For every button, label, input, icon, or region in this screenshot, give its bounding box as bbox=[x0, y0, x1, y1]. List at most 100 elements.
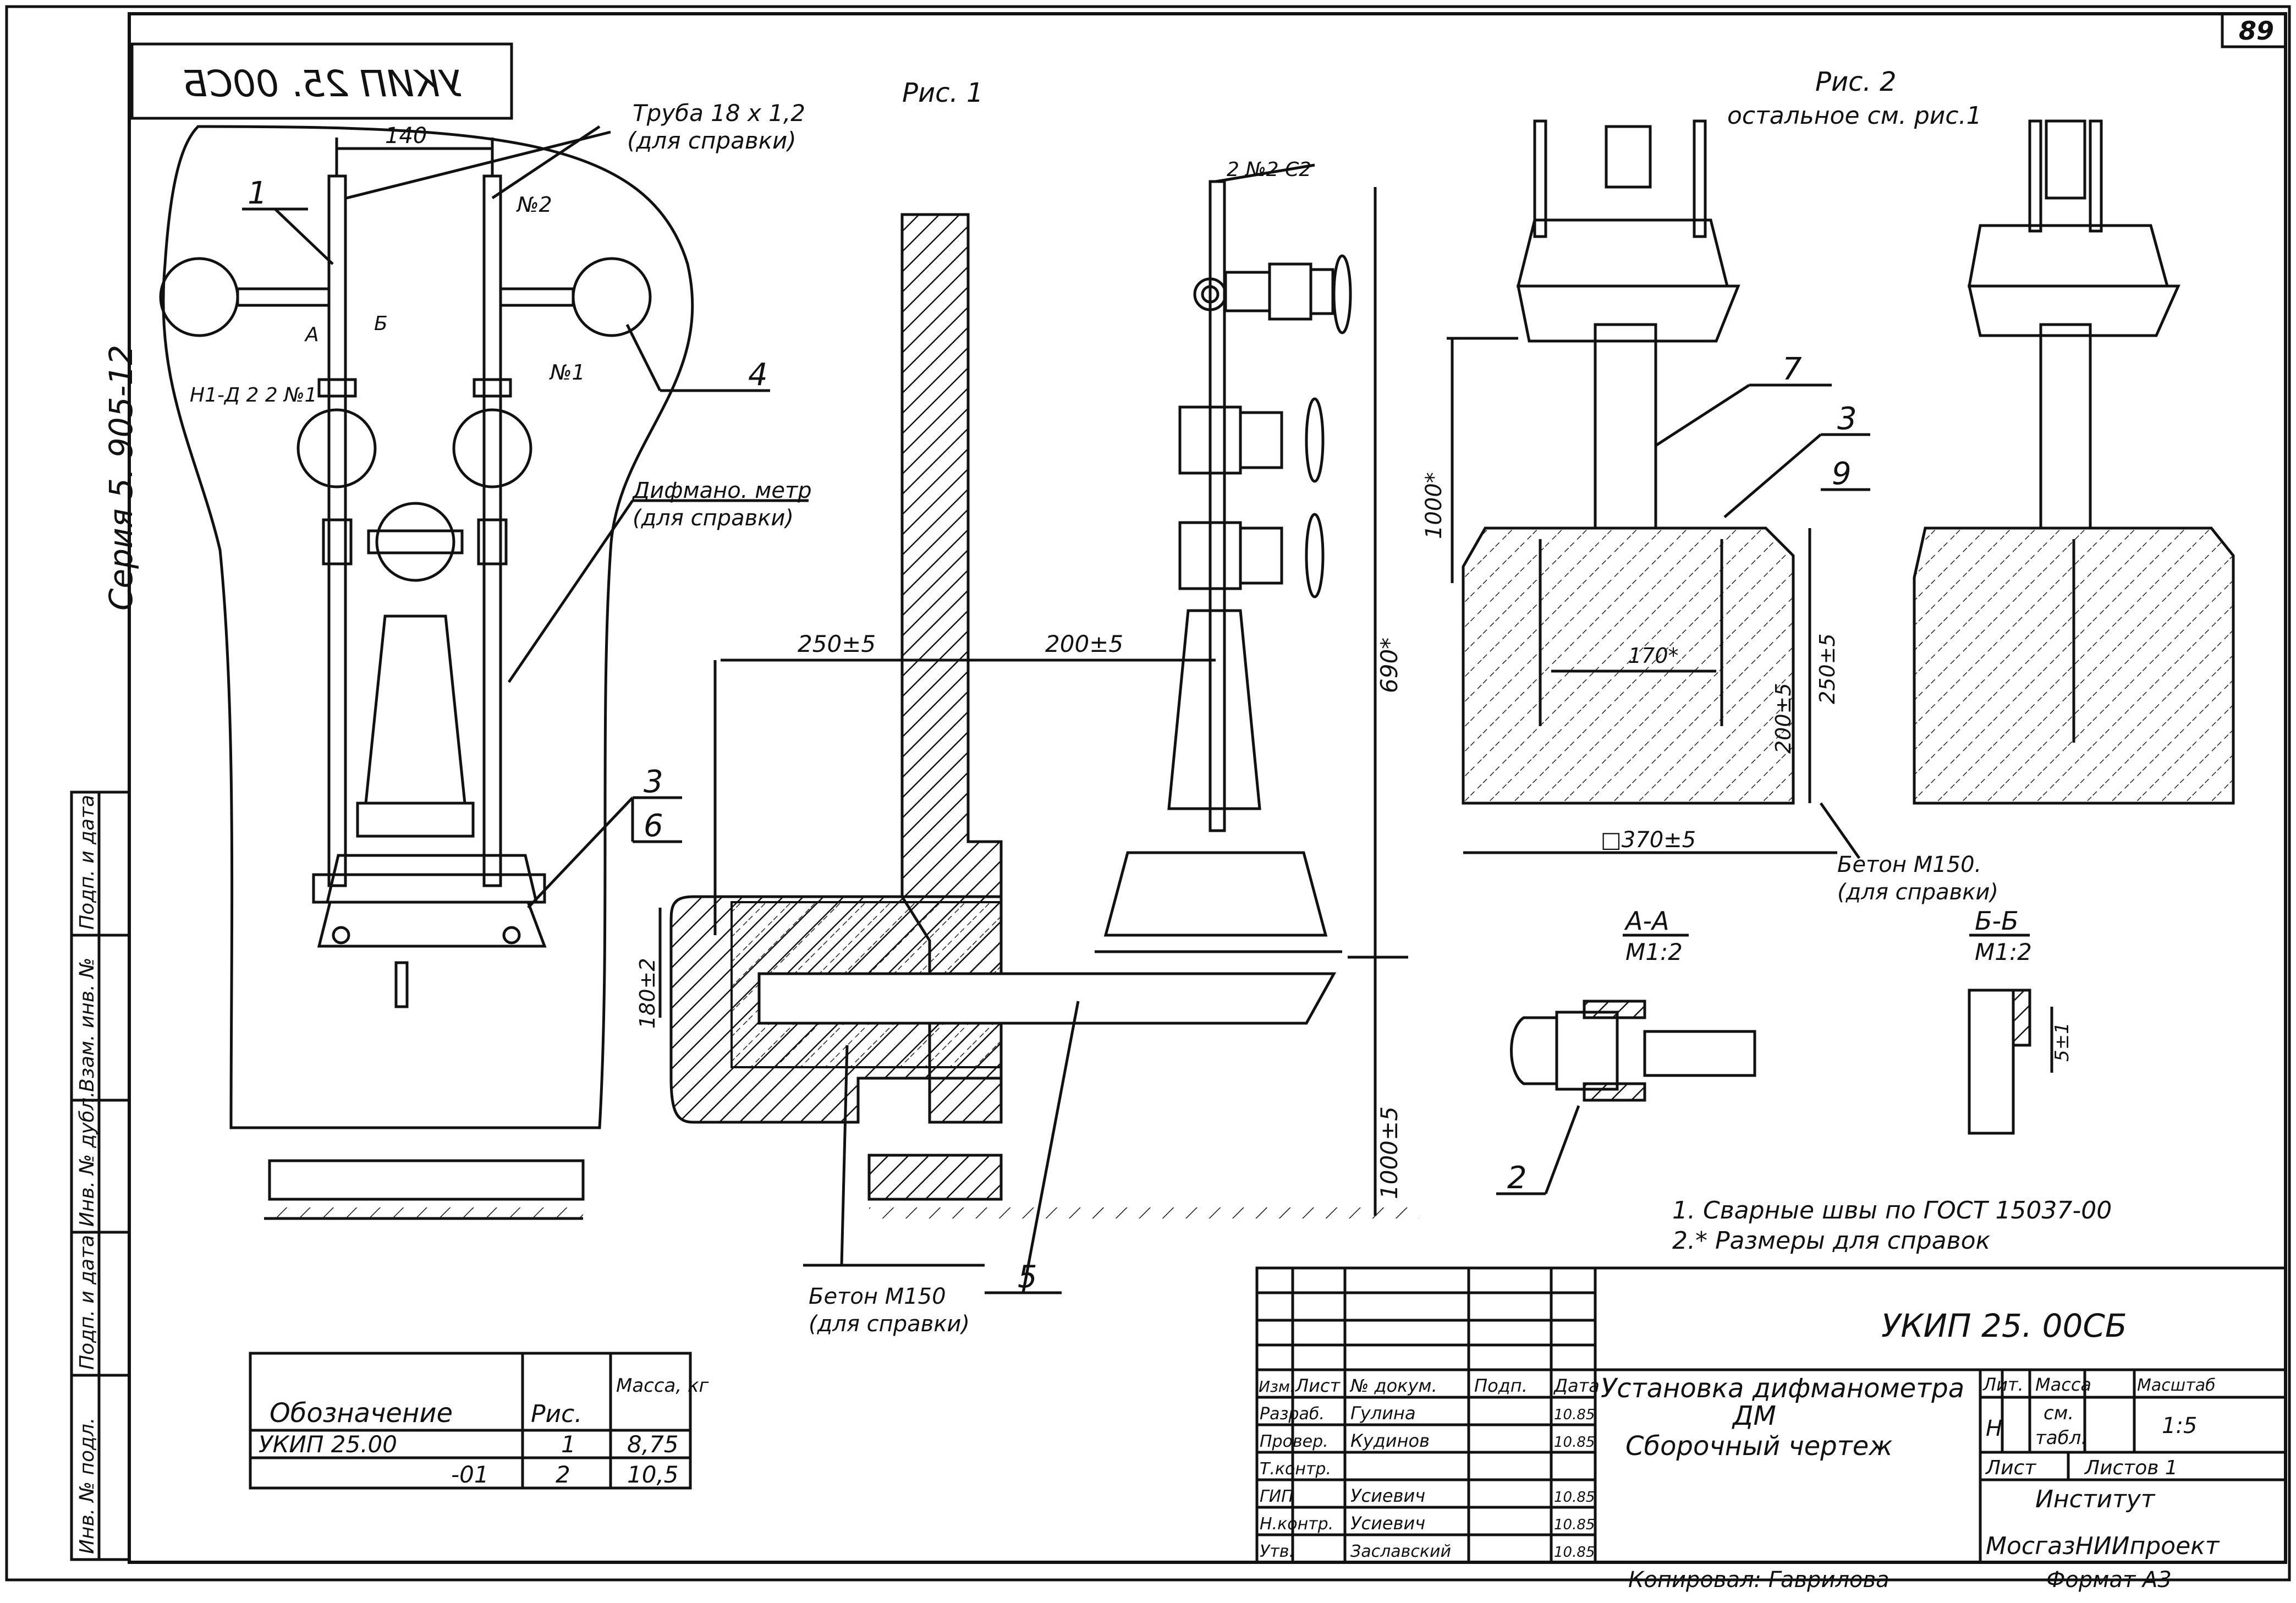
center-concrete-1: Бетон М150 bbox=[809, 1284, 946, 1309]
center-section bbox=[669, 213, 1419, 1218]
tb-lit-value: Н bbox=[1986, 1416, 2002, 1441]
fig2-details bbox=[1447, 119, 2180, 859]
sections-drawing bbox=[1496, 934, 2053, 1195]
fig2-pos-7: 7 bbox=[1782, 352, 1802, 387]
spec-row2-designation: -01 bbox=[451, 1461, 489, 1488]
fig2-pos-9: 9 bbox=[1832, 456, 1852, 492]
fig2-dim-170: 170* bbox=[1628, 644, 1679, 668]
stamp-cell-1: Подп. и дата bbox=[76, 795, 98, 930]
tb-col-list: Лист bbox=[1295, 1375, 1341, 1396]
fig1-pipe-note-2: (для справки) bbox=[627, 127, 797, 154]
tb-scale-value: 1:5 bbox=[2162, 1413, 2197, 1439]
note-1: 1. Сварные швы по ГОСТ 15037-00 bbox=[1672, 1196, 2112, 1225]
tb-date-5: 10.85 bbox=[1554, 1517, 1595, 1533]
copied-by: Копировал: Гаврилова bbox=[1628, 1567, 1889, 1593]
fig2-concrete-2: (для справки) bbox=[1837, 880, 1998, 905]
spec-header-mass: Масса, кг bbox=[616, 1375, 710, 1397]
tb-name-p2: Кудинов bbox=[1350, 1430, 1430, 1451]
tb-mass-value-1: см. bbox=[2044, 1402, 2074, 1424]
stamp-cell-2: Взам. инв. № bbox=[76, 958, 98, 1092]
center-dim-1000: 1000±5 bbox=[1376, 1106, 1403, 1199]
fig1-label-a: А bbox=[304, 323, 319, 346]
center-pos-5: 5 bbox=[1018, 1259, 1037, 1295]
center-dim-180: 180±2 bbox=[635, 958, 660, 1029]
stamp-cell-5: Инв. № подл. bbox=[76, 1418, 98, 1554]
tb-col-sign: Подп. bbox=[1474, 1375, 1528, 1396]
binding-stamp bbox=[70, 790, 131, 1561]
fig1-label-n1: №1 bbox=[549, 360, 585, 385]
tb-lit-label: Лит. bbox=[1982, 1374, 2024, 1395]
tb-date-4: 10.85 bbox=[1554, 1489, 1595, 1506]
fig1-label-nd: Н1-Д 2 2 №1 bbox=[190, 384, 317, 407]
tb-org-1: Институт bbox=[2035, 1485, 2156, 1513]
tb-name-1: Установка дифманометра bbox=[1601, 1373, 1964, 1404]
center-dim-690: 690* bbox=[1376, 638, 1403, 693]
stamp-cell-3: Инв. № дубл. bbox=[76, 1091, 98, 1227]
section-aa-title: А-А bbox=[1624, 906, 1669, 936]
stamp-cell-4: Подп. и дата bbox=[76, 1235, 98, 1370]
tb-name-p1: Гулина bbox=[1350, 1403, 1416, 1424]
tb-sheets-label: Листов 1 bbox=[2084, 1457, 2178, 1479]
tb-role-2: Провер. bbox=[1260, 1432, 1328, 1451]
tb-mass-label: Масса bbox=[2035, 1374, 2091, 1395]
tb-date-6: 10.85 bbox=[1554, 1544, 1595, 1561]
series-label: Серия 5. 905-12 bbox=[102, 345, 140, 611]
fig2-dim-370: □370±5 bbox=[1601, 827, 1696, 853]
tb-designation: УКИП 25. 00СБ bbox=[1881, 1307, 2127, 1344]
spec-row1-fig: 1 bbox=[561, 1431, 576, 1458]
tb-name-p5: Усиевич bbox=[1350, 1513, 1425, 1534]
spec-row1-mass: 8,75 bbox=[627, 1431, 679, 1458]
fig1-pos-1: 1 bbox=[248, 175, 267, 211]
spec-row2-fig: 2 bbox=[556, 1461, 570, 1488]
section-bb-scale: М1:2 bbox=[1975, 938, 2032, 965]
spec-header-designation: Обозначение bbox=[270, 1398, 453, 1429]
center-concrete-2: (для справки) bbox=[809, 1311, 970, 1337]
tb-name-2: ДМ bbox=[1732, 1401, 1776, 1431]
mirrored-stamp: УКИП 25. 00СБ bbox=[183, 63, 462, 105]
fig2-pos-3: 3 bbox=[1837, 401, 1857, 437]
fig2-dim-200: 200±5 bbox=[1771, 683, 1795, 754]
tb-role-1: Разраб. bbox=[1260, 1404, 1325, 1424]
tb-mass-value-2: табл. bbox=[2035, 1427, 2087, 1449]
tb-role-4: ГИП bbox=[1260, 1487, 1294, 1506]
note-2: 2.* Размеры для справок bbox=[1672, 1227, 1990, 1255]
fig2-title: Рис. 2 bbox=[1815, 67, 1897, 97]
tb-role-6: Утв. bbox=[1260, 1542, 1294, 1561]
tb-col-date: Дата bbox=[1553, 1375, 1600, 1396]
fig1-dim-140: 140 bbox=[385, 123, 427, 149]
tb-date-2: 10.85 bbox=[1554, 1434, 1595, 1451]
tb-sheet-label: Лист bbox=[1985, 1457, 2036, 1479]
fig1-diffmano-1: Дифмано. метр bbox=[631, 478, 812, 503]
page-number: 89 bbox=[2239, 16, 2274, 46]
center-dim-250: 250±5 bbox=[798, 630, 876, 657]
fig1-diffmano-2: (для справки) bbox=[633, 506, 794, 531]
tb-org-2: МосгазНИИпроект bbox=[1986, 1532, 2220, 1560]
fig1-pos-3: 3 bbox=[644, 764, 663, 800]
fig1-label-n2: №2 bbox=[516, 193, 552, 217]
fig1-title: Рис. 1 bbox=[902, 78, 984, 108]
fig1-label-b: Б bbox=[374, 312, 388, 335]
fig2-subtitle: остальное см. рис.1 bbox=[1727, 102, 1982, 130]
section-pos-2: 2 bbox=[1507, 1160, 1527, 1196]
sheet-format: Формат А3 bbox=[2046, 1567, 2172, 1593]
spec-row2-mass: 10,5 bbox=[627, 1461, 679, 1488]
sheet-frame bbox=[5, 5, 2291, 1582]
fig2-drawing bbox=[1462, 526, 2235, 805]
tb-col-doc: № докум. bbox=[1349, 1375, 1437, 1396]
section-dim-5: 5±1 bbox=[2051, 1022, 2073, 1062]
fig2-concrete-1: Бетон М150. bbox=[1837, 852, 1981, 877]
spec-header-fig: Рис. bbox=[531, 1400, 582, 1428]
fig2-dim-1000: 1000* bbox=[1421, 472, 1447, 539]
spec-table bbox=[249, 1352, 692, 1490]
fig1-pos-6: 6 bbox=[644, 808, 663, 844]
center-fitting bbox=[658, 163, 1408, 1294]
center-label-n2c2: 2 №2 С2 bbox=[1227, 158, 1311, 181]
fig2-dim-250: 250±5 bbox=[1815, 633, 1839, 704]
tb-scale-label: Масштаб bbox=[2137, 1376, 2216, 1395]
tb-role-3: Т.контр. bbox=[1260, 1459, 1331, 1479]
tb-col-izm: Изм. bbox=[1259, 1377, 1295, 1396]
fig1-pipe-note-1: Труба 18 х 1,2 bbox=[633, 100, 805, 127]
section-aa-scale: М1:2 bbox=[1625, 938, 1683, 965]
spec-row1-designation: УКИП 25.00 bbox=[259, 1431, 397, 1458]
